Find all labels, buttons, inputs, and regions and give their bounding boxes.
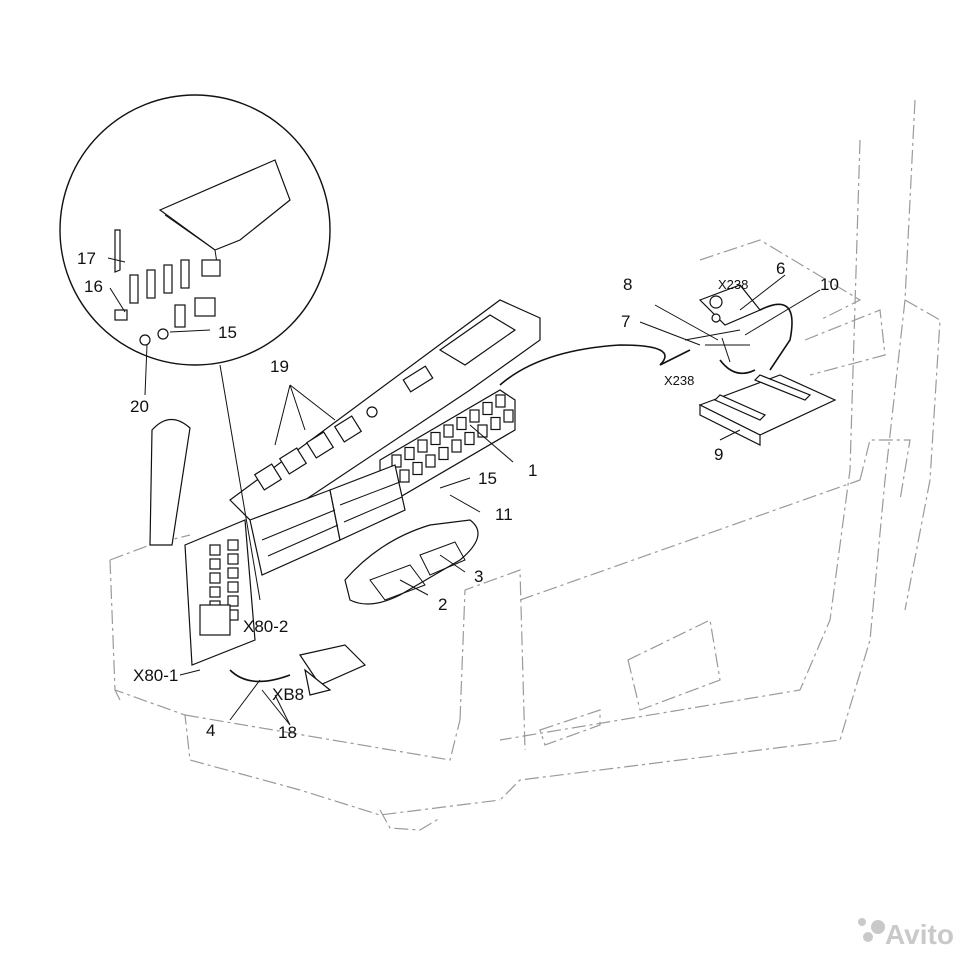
relay bbox=[482, 401, 493, 416]
detail-view bbox=[59, 94, 331, 366]
relay bbox=[477, 424, 488, 438]
callout-10: 10 bbox=[820, 275, 839, 294]
terminal-stud bbox=[163, 264, 173, 294]
fuse bbox=[227, 539, 239, 551]
terminal-stud bbox=[146, 269, 156, 299]
fuse bbox=[227, 553, 239, 565]
bushing bbox=[201, 259, 221, 277]
relay bbox=[438, 446, 449, 461]
fuse bbox=[227, 567, 239, 579]
callout-18: 18 bbox=[278, 723, 297, 742]
relay bbox=[469, 409, 480, 423]
fuse bbox=[227, 595, 239, 607]
right-module bbox=[499, 284, 837, 446]
callouts: 1 2 3 4 6 7 8 9 10 11 15 15 16 17 18 19 … bbox=[77, 249, 839, 742]
relay bbox=[503, 409, 514, 423]
relay bbox=[443, 424, 454, 438]
relay bbox=[412, 461, 423, 476]
callout-17: 17 bbox=[77, 249, 96, 268]
relay bbox=[430, 431, 441, 446]
relay-block bbox=[199, 604, 231, 636]
callout-16: 16 bbox=[84, 277, 103, 296]
a-pillar bbox=[149, 418, 191, 546]
cab-outline bbox=[109, 99, 941, 831]
relay bbox=[451, 439, 462, 453]
callout-11: 11 bbox=[495, 505, 513, 524]
connector-x80-1: X80-1 bbox=[133, 666, 178, 685]
fuse bbox=[209, 572, 221, 584]
connector-x238-top: X238 bbox=[718, 277, 748, 292]
relay bbox=[490, 416, 501, 431]
watermark-text: Avito bbox=[885, 919, 954, 950]
bushing bbox=[194, 297, 216, 317]
fuse-panel bbox=[184, 519, 256, 666]
callout-19: 19 bbox=[270, 357, 289, 376]
terminal-stud bbox=[180, 259, 190, 289]
callout-9: 9 bbox=[714, 445, 723, 464]
callout-4: 4 bbox=[206, 721, 215, 740]
relay bbox=[404, 446, 415, 461]
leader-lines bbox=[107, 257, 821, 726]
relay bbox=[417, 439, 428, 453]
relay bbox=[495, 394, 506, 408]
callout-1: 1 bbox=[528, 461, 537, 480]
fuse bbox=[227, 581, 239, 593]
callout-15-main: 15 bbox=[478, 469, 497, 488]
callout-8: 8 bbox=[623, 275, 632, 294]
nut bbox=[114, 309, 128, 321]
connector-x80-2: X80-2 bbox=[243, 617, 288, 636]
callout-2: 2 bbox=[438, 595, 447, 614]
dashboard-rail bbox=[229, 299, 541, 531]
relay bbox=[391, 454, 402, 468]
callout-20: 20 bbox=[130, 397, 149, 416]
callout-6: 6 bbox=[776, 259, 785, 278]
relay bbox=[456, 416, 467, 431]
callout-15-detail: 15 bbox=[218, 323, 237, 342]
relay bbox=[399, 469, 410, 483]
control-modules bbox=[249, 464, 406, 576]
fuse bbox=[209, 558, 221, 570]
fuse bbox=[209, 544, 221, 556]
terminal-stud bbox=[129, 274, 139, 304]
connector-xb8: XB8 bbox=[272, 685, 304, 704]
callout-7: 7 bbox=[621, 312, 630, 331]
callout-3: 3 bbox=[474, 567, 483, 586]
relay bbox=[425, 454, 436, 468]
terminal-stud bbox=[174, 304, 186, 328]
connector-x238-bottom: X238 bbox=[664, 373, 694, 388]
fuse bbox=[209, 586, 221, 598]
pedal-bracket bbox=[229, 644, 367, 696]
relay bbox=[464, 431, 475, 446]
label-frame bbox=[344, 519, 479, 605]
watermark-logo: Avito bbox=[858, 918, 954, 950]
